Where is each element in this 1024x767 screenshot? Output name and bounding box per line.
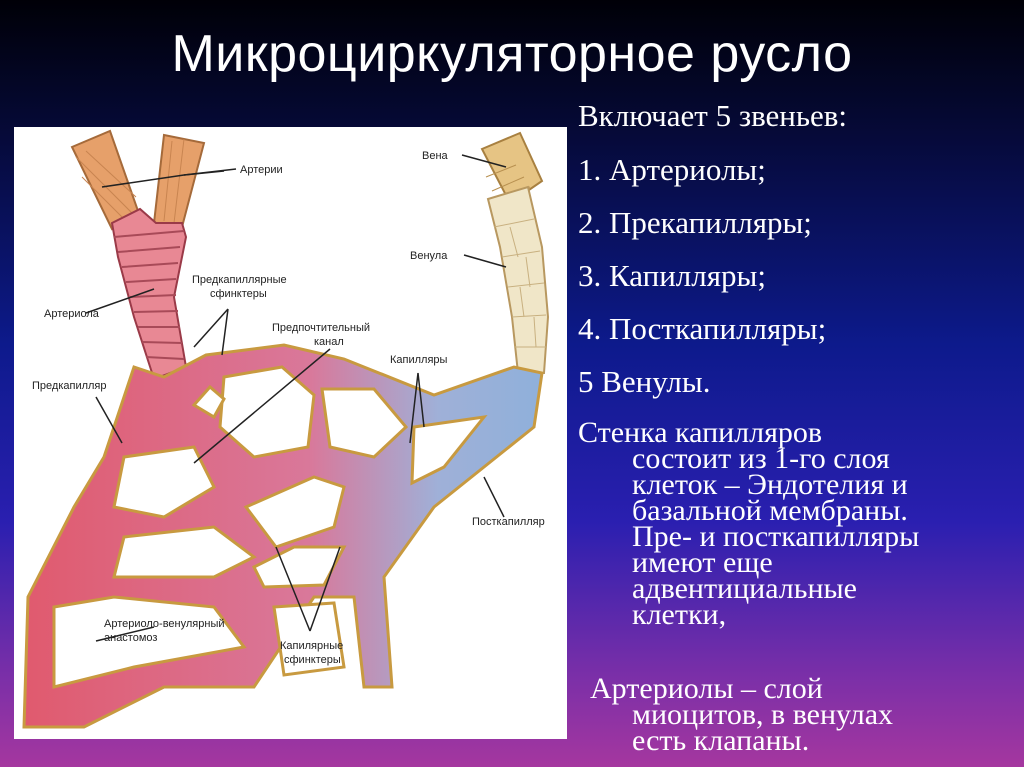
label-venule: Венула [410, 250, 448, 262]
paragraph-line: есть клапаны. [632, 724, 810, 757]
label-postcapillary: Посткапилляр [472, 516, 545, 528]
label-preferred-channel-2: канал [314, 336, 344, 348]
label-precapillary: Предкапилляр [32, 380, 107, 392]
list-item: 1. Артериолы; [578, 152, 766, 187]
leader-lines [85, 154, 507, 642]
label-precap-sphincters-1: Предкапиллярные [192, 274, 287, 286]
paragraph-line: Стенка капилляров [578, 416, 823, 449]
label-capillaries: Капилляры [390, 354, 448, 366]
diagram-svg: Артерии Вена Венула Предкапиллярные сфин… [22, 129, 550, 729]
paragraph-line: клетки, [632, 598, 727, 631]
capillary-network [22, 343, 544, 729]
paragraph-line: имеют еще [632, 546, 773, 579]
paragraph-line: базальной мембраны. [632, 494, 908, 527]
text-column: Включает 5 звеньев: 1. Артериолы; 2. Пре… [578, 98, 1018, 756]
microcirculation-diagram: Артерии Вена Венула Предкапиллярные сфин… [14, 127, 567, 739]
intro-text: Включает 5 звеньев: [578, 98, 848, 133]
label-precap-sphincters-2: сфинктеры [210, 288, 267, 300]
paragraph-line: клеток – Эндотелия и [632, 468, 908, 501]
label-arteries: Артерии [240, 164, 283, 176]
venule-shape [486, 185, 550, 374]
list-item: 3. Капилляры; [578, 258, 766, 293]
paragraph-line: состоит из 1-го слоя [632, 442, 890, 475]
paragraph-arterioles: Артериолы – слой миоцитов, в венулах ест… [590, 672, 894, 757]
list-item: 5 Венулы. [578, 364, 711, 399]
list-item: 4. Посткапилляры; [578, 311, 827, 346]
label-preferred-channel-1: Предпочтительный [272, 322, 370, 334]
label-cap-sphincters-1: Капилярные [280, 640, 343, 652]
arteriole-shape [110, 207, 188, 381]
label-av-anastomosis-1: Артериоло-венулярный [104, 618, 225, 630]
label-cap-sphincters-2: сфинктеры [284, 654, 341, 666]
paragraph-line: адвентициальные [632, 572, 857, 605]
label-vein: Вена [422, 150, 449, 162]
paragraph-line: Пре- и посткапилляры [632, 520, 920, 553]
arteries-shape [70, 129, 206, 231]
paragraph-capillary-wall: Стенка капилляров состоит из 1-го слоя к… [578, 416, 920, 631]
slide-title: Микроциркуляторное русло [171, 25, 853, 83]
label-av-anastomosis-2: анастомоз [104, 632, 157, 644]
paragraph-line: Артериолы – слой [590, 672, 823, 705]
label-arteriole: Артериола [44, 308, 100, 320]
list-item: 2. Прекапилляры; [578, 205, 812, 240]
paragraph-line: миоцитов, в венулах [632, 698, 894, 731]
